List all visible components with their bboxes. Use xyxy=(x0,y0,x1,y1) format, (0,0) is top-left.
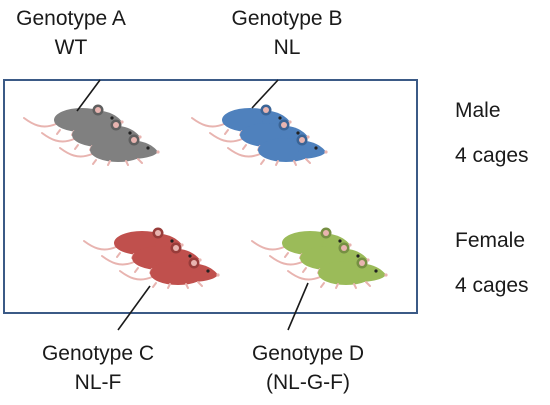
genotype-d-strain: (NL-G-F) xyxy=(266,371,350,394)
pointer-line-genotype-a xyxy=(76,79,101,112)
female-cages: 4 cages xyxy=(455,274,529,297)
pointer-line-genotype-b xyxy=(251,79,279,109)
genotype-c-label: Genotype C NL-F xyxy=(20,339,176,397)
male-cages: 4 cages xyxy=(455,144,529,167)
genotype-b-strain: NL xyxy=(273,36,301,59)
genotype-a-label: Genotype A WT xyxy=(0,4,142,62)
genotype-c-name: Genotype C xyxy=(41,342,155,365)
mouse-group-genotype-b xyxy=(192,104,328,165)
enclosure-frame xyxy=(3,79,418,314)
male-row-label: Male 4 cages xyxy=(455,96,529,186)
male-sex: Male xyxy=(455,99,501,122)
genotype-b-label: Genotype B NL xyxy=(216,4,358,62)
female-row-label: Female 4 cages xyxy=(455,226,529,316)
pointer-line-genotype-d xyxy=(287,282,309,331)
genotype-c-strain: NL-F xyxy=(74,371,122,394)
mouse-group-genotype-d xyxy=(252,227,388,288)
mouse-group-genotype-a xyxy=(24,104,160,165)
genotype-a-name: Genotype A xyxy=(16,7,126,30)
genotype-d-name: Genotype D xyxy=(251,342,365,365)
female-sex: Female xyxy=(455,229,526,252)
mouse-group-genotype-c xyxy=(84,227,220,288)
genotype-a-strain: WT xyxy=(54,36,88,59)
genotype-b-name: Genotype B xyxy=(231,7,343,30)
genotype-d-label: Genotype D (NL-G-F) xyxy=(228,339,388,397)
pointer-line-genotype-c xyxy=(117,285,151,331)
